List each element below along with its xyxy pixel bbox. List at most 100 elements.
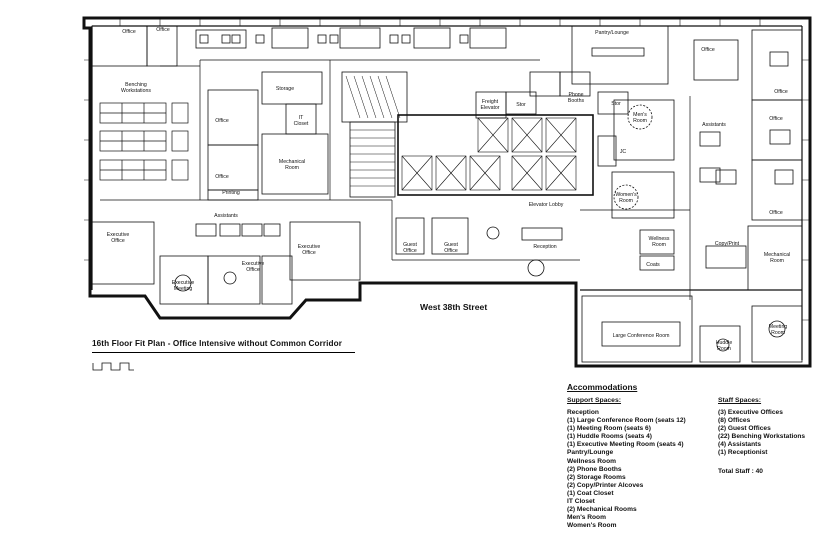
list-item: (4) Assistants <box>718 441 761 449</box>
elevator-shafts <box>401 117 577 191</box>
elevator-bank <box>397 114 594 196</box>
label-guest-2b: Office <box>444 248 458 254</box>
label-mech-right-1: Mechanical <box>764 252 790 258</box>
label-assistants-left: Assistants <box>214 213 238 219</box>
label-coats: Coats <box>646 262 660 268</box>
label-large-conference: Large Conference Room <box>613 333 670 339</box>
label-exec-right-1: Executive <box>298 244 321 250</box>
label-office-c2: Office <box>215 174 229 180</box>
label-reception: Reception <box>533 244 556 250</box>
label-meeting-1: Meeting <box>769 324 788 330</box>
pantry-lounge <box>571 25 669 85</box>
label-phone-2: Booths <box>568 98 585 104</box>
label-office-tl-1: Office <box>122 29 136 35</box>
assistant-desks-right <box>699 51 794 185</box>
label-benching-2: Workstations <box>121 88 151 94</box>
label-mens-1: Men's <box>633 112 647 118</box>
list-item: (2) Guest Offices <box>718 425 771 433</box>
list-item: Men's Room <box>567 514 606 522</box>
label-guest-2a: Guest <box>444 242 458 248</box>
list-item: (2) Phone Booths <box>567 465 622 473</box>
label-office-r-2: Office <box>769 210 783 216</box>
label-womens-2: Room <box>619 198 633 204</box>
label-copy-print: Copy/Print <box>715 241 740 247</box>
label-guest-1b: Office <box>403 248 417 254</box>
stair-treads <box>350 129 395 187</box>
list-item: (1) Coat Closet <box>567 489 614 497</box>
label-assistants-right: Assistants <box>702 122 726 128</box>
support-spaces-list: Reception (1) Large Conference Room (sea… <box>567 409 686 530</box>
list-item: (22) Benching Workstations <box>718 433 806 441</box>
pantry-counter <box>591 47 645 57</box>
storage-small-1 <box>505 91 537 115</box>
label-storage: Storage <box>276 86 294 92</box>
label-guest-1a: Guest <box>403 242 417 248</box>
label-office-c1: Office <box>215 118 229 124</box>
list-item: (3) Executive Offices <box>718 409 783 416</box>
label-meeting-2: Room <box>771 330 785 336</box>
huddle-room-bottom <box>699 325 741 363</box>
office-r-2 <box>751 159 803 221</box>
phone-booth-1 <box>529 71 561 97</box>
reception-desk <box>521 227 563 241</box>
staff-spaces-heading: Staff Spaces: <box>718 397 762 404</box>
label-exec-left-1: Executive <box>107 232 130 238</box>
office-tr-1 <box>693 39 739 81</box>
list-item: (1) Meeting Room (seats 6) <box>567 425 651 433</box>
scale-bar-icon <box>92 362 134 371</box>
list-item: (1) Receptionist <box>718 449 768 457</box>
guest-office-1 <box>395 217 425 255</box>
label-office-tr-2: Office <box>774 89 788 95</box>
label-freight-2: Elevator <box>480 105 499 111</box>
list-item: Wellness Room <box>567 457 616 465</box>
label-mech-left-2: Room <box>285 165 299 171</box>
label-jc: JC <box>620 149 627 155</box>
list-item: (1) Huddle Rooms (seats 4) <box>567 433 653 441</box>
large-conference-room <box>581 295 693 363</box>
list-item: IT Closet <box>567 498 595 506</box>
copy-print-alcove <box>705 245 747 269</box>
plan-title: 16th Floor Fit Plan - Office Intensive w… <box>92 339 343 348</box>
staff-spaces-list: (3) Executive Offices (8) Offices (2) Gu… <box>718 409 805 458</box>
list-item: Women's Room <box>567 522 617 530</box>
label-freight-1: Freight <box>482 99 499 105</box>
executive-office-center <box>207 255 261 305</box>
label-huddle-1: Huddle <box>716 340 733 346</box>
label-it-2: Closet <box>294 121 309 127</box>
exterior-wall <box>82 16 812 368</box>
list-item: (2) Mechanical Rooms <box>567 506 637 514</box>
mechanical-room-left <box>261 133 329 195</box>
label-mech-right-2: Room <box>770 258 784 264</box>
assistants-desks-left <box>195 223 281 237</box>
label-stor-2: Stor <box>611 101 621 107</box>
label-womens-1: Women's <box>615 192 637 198</box>
label-office-tr-1: Office <box>701 47 715 53</box>
janitor-closet <box>597 135 617 167</box>
list-item: (2) Copy/Printer Alcoves <box>567 481 644 489</box>
list-item: (2) Storage Rooms <box>567 473 626 481</box>
label-wellness-1: Wellness <box>649 236 670 242</box>
label-exec-center-1: Executive <box>242 261 265 267</box>
executive-meeting-room <box>261 255 293 305</box>
total-staff: Total Staff : 40 <box>718 468 763 475</box>
label-huddle-2: Room <box>717 346 731 352</box>
label-pantry: Pantry/Lounge <box>595 30 629 36</box>
label-exec-left-2: Office <box>111 238 125 244</box>
label-office-tl-2: Office <box>156 27 170 33</box>
label-exec-center-2: Office <box>246 267 260 273</box>
list-item: (1) Large Conference Room (seats 12) <box>567 417 686 425</box>
window-ticks <box>84 18 810 321</box>
label-exec-meeting-1: Executive <box>172 280 195 286</box>
label-elevator-lobby: Elevator Lobby <box>529 202 564 208</box>
accommodations-heading: Accommodations <box>567 382 638 392</box>
mens-room-turning <box>627 104 653 130</box>
title-underline <box>92 352 355 353</box>
womens-room <box>611 171 675 219</box>
mechanical-room-right <box>747 225 803 291</box>
list-item: Reception <box>567 409 599 416</box>
list-item: Pantry/Lounge <box>567 449 614 457</box>
office-center-2 <box>207 144 259 191</box>
label-mech-left-1: Mechanical <box>279 159 305 165</box>
label-benching-1: Benching <box>125 82 147 88</box>
